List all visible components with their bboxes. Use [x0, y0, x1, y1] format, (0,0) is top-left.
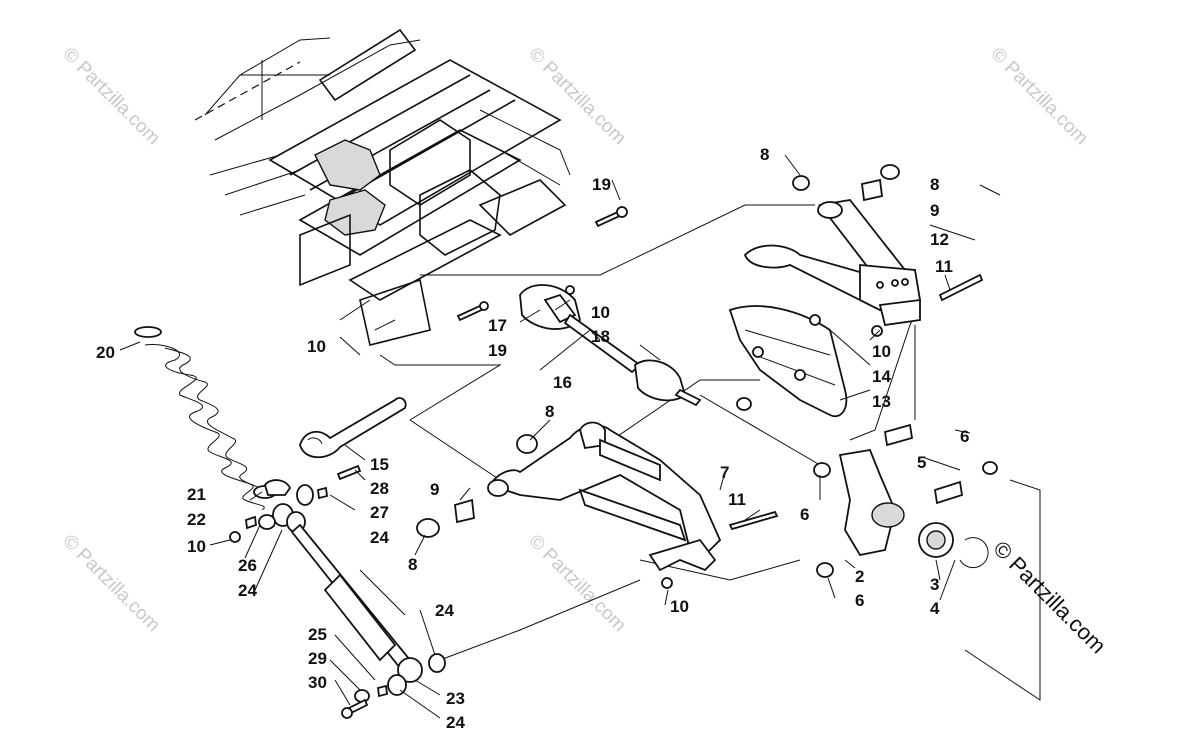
callout-21-coil-spring: 21	[187, 485, 206, 504]
callout-10-upper-nut: 10	[872, 342, 891, 361]
callout-30-shock-spacer-lower: 30	[308, 673, 327, 692]
callout-8-lower-bushing: 8	[545, 402, 554, 421]
upper-hardware	[456, 164, 984, 337]
watermark-bottom-center: © Partzilla.com	[524, 531, 629, 636]
callout-8-upper-left-bushing: 8	[760, 145, 769, 164]
callout-24-shock-washer-mid: 24	[238, 581, 257, 600]
callout-19-upper-bolt: 19	[592, 175, 611, 194]
callout-11-upper-bolt: 11	[935, 257, 953, 276]
callout-4-snap-ring: 4	[930, 599, 940, 618]
drive-axle	[519, 284, 702, 407]
callout-8-upper-right-bushing: 8	[930, 175, 939, 194]
callout-9-lower-sleeve: 9	[430, 480, 439, 499]
callout-27-shock-bushing: 27	[370, 503, 389, 522]
callout-7-lower-a-arm: 7	[720, 463, 729, 482]
callout-20-spring-retainer: 20	[96, 343, 115, 362]
callout-6-spindle-bolt-top: 6	[960, 427, 969, 446]
callout-5-spindle-sleeve: 5	[917, 453, 926, 472]
watermark-top-right: © Partzilla.com	[986, 44, 1091, 149]
callout-22-spring-collar: 22	[187, 510, 206, 529]
callout-24-shock-washer-bottom: 24	[446, 713, 465, 732]
callout-19-frame-bolt: 19	[488, 341, 507, 360]
watermark-top-center: © Partzilla.com	[524, 44, 629, 149]
callout-10-lower-nut: 10	[670, 597, 689, 616]
callout-2-spindle: 2	[855, 567, 864, 586]
callout-24-shock-washer-upper: 24	[370, 528, 389, 547]
upper-a-arm	[743, 199, 922, 327]
callout-11-lower-bolt: 11	[728, 490, 746, 509]
watermark-top-left: © Partzilla.com	[58, 44, 163, 149]
callout-10-axle-nut: 10	[591, 303, 610, 322]
callout-16-drive-axle: 16	[553, 373, 572, 392]
callout-13-skid-plate: 13	[872, 392, 891, 411]
callout-18-boot-clamp: 18	[591, 327, 610, 346]
callout-28-shock-bolt: 28	[370, 479, 389, 498]
callout-23-shock-absorber: 23	[446, 689, 465, 708]
callout-15-spanner-wrench: 15	[370, 455, 389, 474]
callout-8-lower-front-bushing: 8	[408, 555, 417, 574]
callout-14-skid-bolt: 14	[872, 367, 891, 386]
callout-leaders	[119, 154, 1001, 719]
coil-spring	[134, 326, 277, 511]
frame-chassis	[194, 28, 571, 346]
spanner-wrench	[299, 397, 407, 459]
watermark-main: © Partzilla.com	[988, 536, 1111, 659]
spindle-knuckle	[736, 397, 998, 578]
leader-lines	[359, 204, 1041, 701]
callout-10-frame-nut: 10	[307, 337, 326, 356]
shock-absorber	[229, 464, 446, 719]
callout-6-spindle-bolt-bottom: 6	[855, 591, 864, 610]
callout-26-shock-spacer: 26	[238, 556, 257, 575]
callout-29-shock-washer: 29	[308, 649, 327, 668]
callout-3-bearing: 3	[930, 575, 939, 594]
lower-a-arm	[416, 421, 779, 589]
callout-24-shock-washer-lower: 24	[435, 601, 454, 620]
callout-25-shock-bolt-lower: 25	[308, 625, 327, 644]
skid-plate	[728, 305, 848, 418]
callout-12-upper-a-arm: 12	[930, 230, 949, 249]
callout-9-upper-sleeve: 9	[930, 201, 939, 220]
callout-10-shock-nut-upper: 10	[187, 537, 206, 556]
watermark-bottom-left: © Partzilla.com	[58, 531, 163, 636]
callout-6-spindle-bolt-left: 6	[800, 505, 809, 524]
callouts: 8 19 8 9 12 11 10 17 18 10 19 20 10 14 1…	[96, 145, 969, 732]
callout-17-inner-boot: 17	[488, 316, 507, 335]
